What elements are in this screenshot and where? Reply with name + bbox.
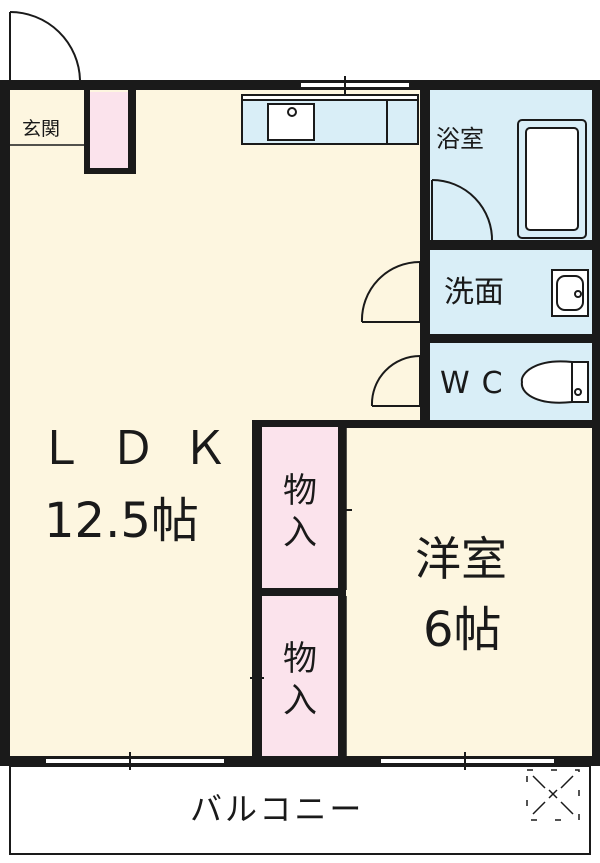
ldk-area-label: 12.5帖 xyxy=(44,493,199,549)
aircon-outlet-icon xyxy=(526,769,580,821)
storage-1-label: 物 入 xyxy=(278,470,322,554)
genkan-label: 玄関 xyxy=(22,118,61,140)
wc-door-icon xyxy=(370,354,421,407)
western-room-area-label: 6帖 xyxy=(423,602,502,658)
wc-label: WC xyxy=(440,366,515,401)
balcony-floor xyxy=(10,766,590,856)
storage-1-label-line2: 入 xyxy=(283,513,317,553)
balcony-label: バルコニー xyxy=(190,790,365,828)
shoe-closet xyxy=(90,92,130,170)
washroom-label: 洗面 xyxy=(444,275,504,310)
genkan-floor xyxy=(10,88,88,168)
washbasin-icon xyxy=(551,269,589,317)
thin-lines xyxy=(9,144,591,855)
entrance-door-icon xyxy=(9,11,81,90)
bathtub-icon xyxy=(517,119,587,239)
bathroom-label: 浴室 xyxy=(436,125,484,153)
storage-1-label-line1: 物 xyxy=(283,471,317,511)
windows xyxy=(44,76,556,770)
storage-2-label-line1: 物 xyxy=(283,639,317,679)
mono2-floor xyxy=(260,595,340,757)
western-room-name-label: 洋室 xyxy=(415,532,507,586)
storage-door-marks xyxy=(250,500,352,688)
storage-2-label-line2: 入 xyxy=(283,681,317,721)
toilet-icon xyxy=(520,360,589,404)
bath-door-icon xyxy=(431,179,494,243)
mono1-floor xyxy=(260,425,340,590)
kitchen-sink-icon xyxy=(241,94,419,145)
floor-fills xyxy=(10,88,593,856)
senmen-door-icon xyxy=(360,261,421,323)
yoshitsu-floor xyxy=(345,425,593,758)
ldk-name-label: ＬＤＫ xyxy=(38,421,254,475)
storage-2-label: 物 入 xyxy=(278,638,322,722)
